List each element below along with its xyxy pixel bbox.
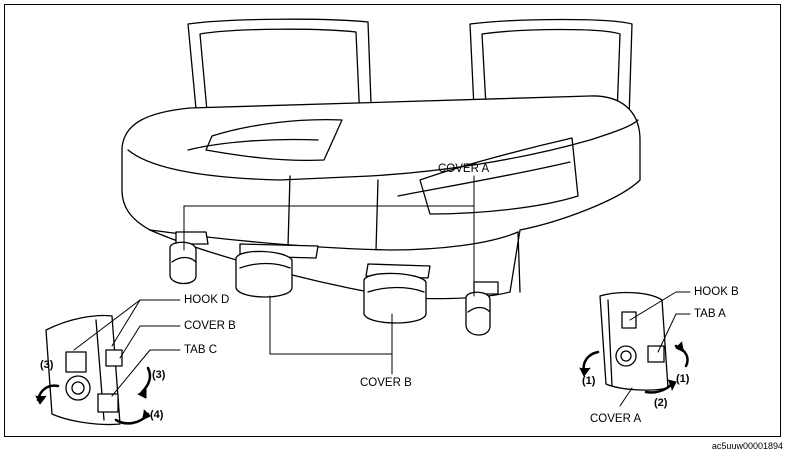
label-tab-c: TAB C [184,344,218,356]
step-1-right: (1) [676,373,690,385]
step-3-left: (3) [40,359,54,371]
label-cover-a-right: COVER A [590,413,642,425]
step-4: (4) [150,409,164,421]
detail-left [35,299,181,426]
cover-b-left [235,250,293,298]
leader-lines-main [183,175,475,375]
label-hook-b: HOOK B [694,286,739,298]
label-hook-d: HOOK D [184,294,230,306]
cover-b-right [363,272,427,324]
label-cover-b-left: COVER B [184,320,236,332]
cover-left-small [169,241,197,285]
detail-right [579,291,691,407]
label-tab-a: TAB A [694,308,726,320]
step-1-left: (1) [582,375,596,387]
figure-code: ac5uuw00001894 [711,441,783,451]
step-3-right: (3) [152,369,166,381]
label-cover-a-top: COVER A [438,163,490,175]
cover-right-small [465,291,491,336]
step-2: (2) [654,397,668,409]
label-cover-b-bottom: COVER B [360,377,412,389]
figure-frame [4,4,781,437]
